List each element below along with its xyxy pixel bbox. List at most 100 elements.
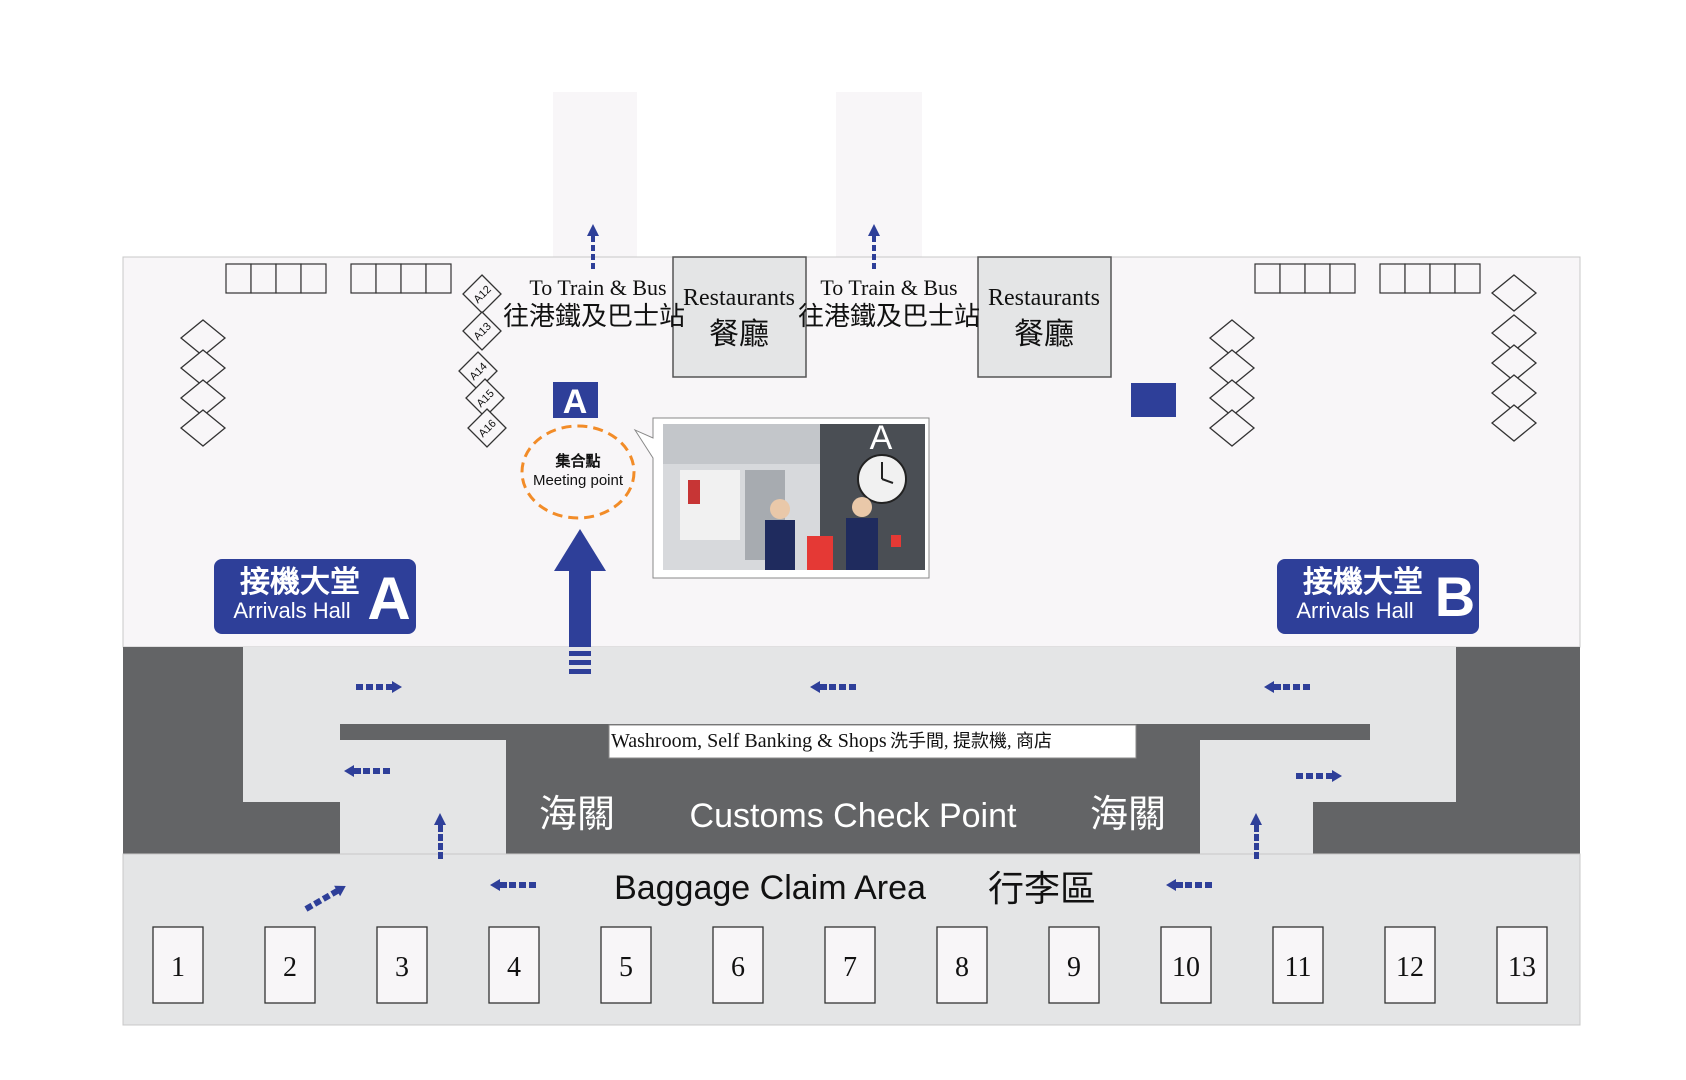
marker-a-badge [553, 382, 598, 418]
kiosk-diamond [1490, 274, 1538, 312]
belt-number: 8 [955, 952, 969, 983]
baggage-belt [376, 926, 428, 1004]
exit-passage-right [836, 92, 922, 258]
counter-desk [1404, 263, 1431, 294]
kiosk-diamond [1208, 409, 1256, 447]
meeting-point-en: Meeting point [533, 472, 624, 489]
counter-desk [300, 263, 327, 294]
customs-label-zh-left: 海關 [539, 794, 615, 836]
hall-b-zh: 接機大堂 [1303, 566, 1423, 599]
marker-a-letter: A [563, 383, 588, 421]
counter-desk [1379, 263, 1406, 294]
counter-groups [225, 263, 1481, 294]
belt-number: 12 [1396, 952, 1424, 983]
baggage-belt [1384, 926, 1436, 1004]
arrow-up-large-icon [554, 529, 606, 674]
belt-number: 7 [843, 952, 857, 983]
arrivals-hall-a-badge [214, 559, 416, 634]
washroom-label-zh: 洗手間, 提款機, 商店 [890, 731, 1052, 751]
belt-number: 2 [283, 952, 297, 983]
baggage-belt [1160, 926, 1212, 1004]
baggage-belt [1496, 926, 1548, 1004]
belt-number: 11 [1285, 952, 1312, 983]
baggage-belt [488, 926, 540, 1004]
counter-desk [1329, 263, 1356, 294]
arrow-right-icon [1296, 770, 1342, 782]
hall-a-letter: A [367, 565, 410, 632]
exit-label-right-en: To Train & Bus [820, 275, 957, 300]
exit-label-left-zh: 往港鐵及巴士站 [503, 302, 685, 331]
counter-desk [225, 263, 252, 294]
gate-diamond [462, 311, 502, 351]
restaurant-box-right [977, 256, 1112, 378]
counter-desk [250, 263, 277, 294]
photo-sign-letter: A [870, 419, 893, 457]
baggage-claim-label-zh: 行李區 [988, 868, 1096, 909]
counter-desk [400, 263, 427, 294]
counter-desk [1279, 263, 1306, 294]
counter-desk [1304, 263, 1331, 294]
gate-diamond [467, 408, 507, 448]
restaurant-label-right-en: Restaurants [988, 285, 1100, 311]
arrow-diagonal-icon [304, 885, 346, 912]
baggage-claim-label-en: Baggage Claim Area [614, 869, 926, 907]
meeting-point-zh: 集合點 [554, 452, 600, 470]
washroom-sign-panel [608, 724, 1137, 759]
counter-desk [1429, 263, 1456, 294]
belt-number: 5 [619, 952, 633, 983]
kiosk-diamond-groups [179, 274, 1538, 447]
arrow-up-icon [587, 224, 599, 269]
marker-b-square [1131, 383, 1176, 417]
belt-number: 4 [507, 952, 521, 983]
staff-photo [663, 424, 925, 570]
belt-number: 3 [395, 952, 409, 983]
baggage-belt [264, 926, 316, 1004]
exit-label-right-zh: 往港鐵及巴士站 [798, 302, 980, 331]
baggage-belt [936, 926, 988, 1004]
arrow-right-icon [356, 681, 402, 693]
customs-block [506, 740, 1200, 854]
arrow-up-icon [868, 224, 880, 269]
hall-b-letter: B [1435, 565, 1475, 628]
belt-number: 1 [171, 952, 185, 983]
corridor-arrows [304, 681, 1342, 912]
baggage-belt [712, 926, 764, 1004]
arrow-left-icon [1166, 879, 1212, 891]
baggage-belt [824, 926, 876, 1004]
counter-desk [425, 263, 452, 294]
baggage-belt [152, 926, 204, 1004]
baggage-belt [600, 926, 652, 1004]
restaurant-box-left [672, 256, 807, 378]
washroom-label-en: Washroom, Self Banking & Shops [611, 730, 887, 752]
restaurant-label-left-en: Restaurants [683, 285, 795, 311]
exit-label-left-en: To Train & Bus [529, 275, 666, 300]
belt-number: 9 [1067, 952, 1081, 983]
belt-number: 10 [1172, 952, 1200, 983]
arrow-left-icon [490, 879, 536, 891]
restaurant-label-left-zh: 餐廳 [709, 318, 769, 351]
counter-desk [275, 263, 302, 294]
counter-desk [1454, 263, 1481, 294]
kiosk-diamond [179, 409, 227, 447]
meeting-point-ring [520, 424, 636, 520]
arrow-up-icon [1250, 813, 1262, 859]
restaurant-label-right-zh: 餐廳 [1014, 318, 1074, 351]
arrivals-hall-b-badge [1277, 559, 1479, 634]
counter-desk [375, 263, 402, 294]
arrow-left-icon [810, 681, 856, 693]
belt-number: 13 [1508, 952, 1536, 983]
arrow-left-icon [344, 765, 390, 777]
corridor-zone [243, 647, 1456, 854]
customs-label-en: Customs Check Point [690, 797, 1017, 835]
arrow-left-icon [1264, 681, 1310, 693]
belt-number: 6 [731, 952, 745, 983]
customs-label-zh-right: 海關 [1090, 794, 1166, 836]
counter-desk [1254, 263, 1281, 294]
hall-a-zh: 接機大堂 [240, 566, 360, 599]
hall-a-en: Arrivals Hall [233, 598, 350, 623]
kiosk-diamond [1490, 404, 1538, 442]
arrow-up-icon [434, 813, 446, 859]
